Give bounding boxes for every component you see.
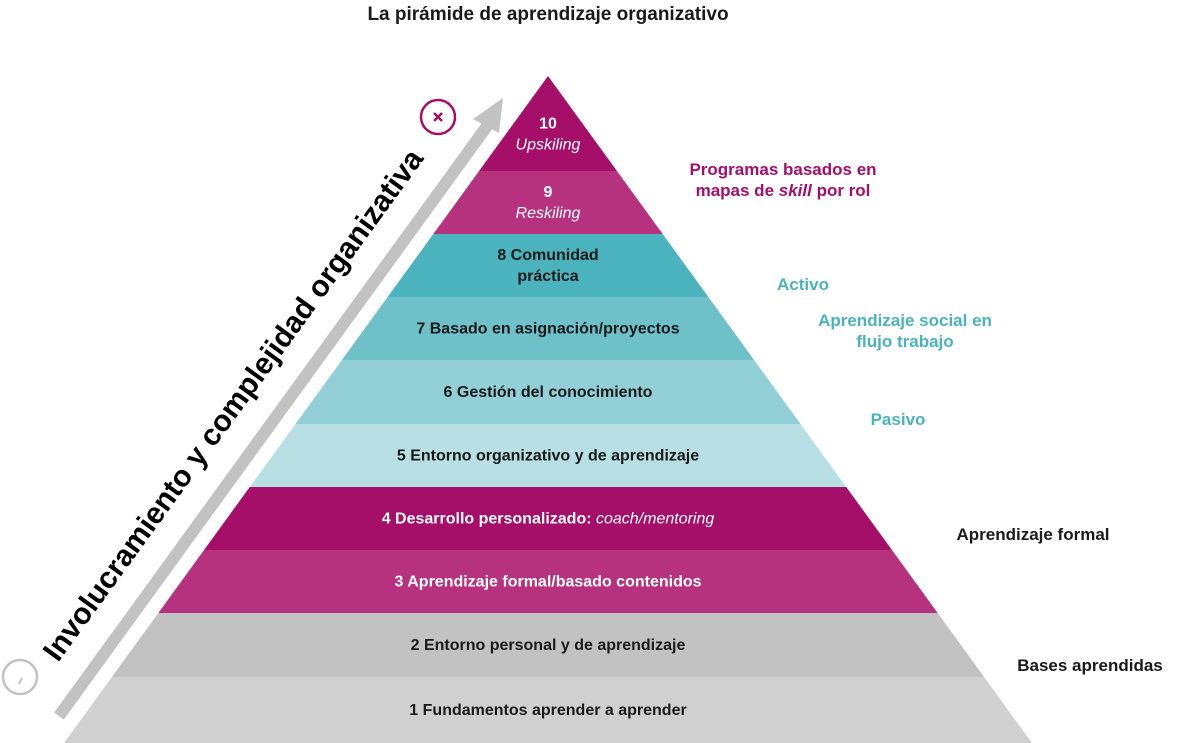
programas-line2-italic: skill: [778, 181, 812, 200]
pyramid-level-2-label: 2 Entorno personal y de aprendizaje: [411, 637, 686, 654]
pyramid-level-10: [479, 76, 617, 171]
pyramid-level-8-label: práctica: [517, 268, 578, 285]
programas-line2-pre: mapas de: [695, 181, 779, 200]
pyramid-level-3: [158, 550, 938, 613]
pyramid-level-label-part: 6 Gestión del conocimiento: [444, 384, 653, 401]
pyramid-level-label-part: Reskiling: [516, 205, 581, 222]
pyramid-level-4: [204, 487, 892, 550]
programas-line2-post: por rol: [811, 181, 871, 200]
pyramid-level-4-label: 4 Desarrollo personalizado: coach/mentor…: [382, 510, 715, 527]
pyramid-level-label-part: 7 Basado en asignación/proyectos: [416, 320, 679, 337]
times-circle-icon: [419, 98, 457, 136]
programas-line2: mapas de skill por rol: [663, 180, 903, 201]
pyramid-level-label-part: 4 Desarrollo personalizado:: [382, 510, 596, 527]
side-label-pasivo: Pasivo: [870, 410, 926, 429]
pyramid-level-label-part: 10: [539, 115, 557, 132]
pyramid-level-label-part: coach/mentoring: [596, 510, 714, 527]
pyramid-level-6-label: 6 Gestión del conocimiento: [444, 384, 653, 401]
pyramid-level-label-part: 5 Entorno organizativo y de aprendizaje: [397, 447, 699, 464]
pyramid-level-9-label: 9: [544, 184, 553, 201]
pyramid-level-label-part: Upskiling: [516, 136, 581, 153]
pyramid-level-9: [433, 171, 663, 234]
pyramid-level-label-part: 3 Aprendizaje formal/basado contenidos: [394, 573, 701, 590]
pyramid-level-10-label: Upskiling: [516, 136, 581, 153]
minus-circle-icon: [1, 658, 39, 696]
pyramid-level-8: [387, 234, 709, 297]
pyramid-level-5: [249, 424, 847, 487]
pyramid-level-6: [295, 360, 801, 424]
axis-arrow-shaft: [54, 118, 495, 720]
social-line2: flujo trabajo: [856, 332, 954, 351]
side-label-programas: Programas basados en mapas de skill por …: [663, 159, 903, 201]
pyramid-level-label-part: práctica: [517, 268, 578, 285]
pyramid-level-7-label: 7 Basado en asignación/proyectos: [416, 320, 679, 337]
pyramid-level-3-label: 3 Aprendizaje formal/basado contenidos: [394, 573, 701, 590]
side-label-formal: Aprendizaje formal: [956, 525, 1110, 544]
pyramid-level-1: [64, 677, 1032, 743]
pyramid-level-5-label: 5 Entorno organizativo y de aprendizaje: [397, 447, 699, 464]
pyramid-level-2: [111, 613, 985, 677]
pyramid-level-8-label: 8 Comunidad: [497, 247, 598, 264]
pyramid-level-1-label: 1 Fundamentos aprender a aprender: [409, 702, 686, 719]
side-label-bases: Bases aprendidas: [1017, 656, 1163, 675]
programas-line1: Programas basados en: [689, 160, 877, 179]
side-label-social: Aprendizaje social en flujo trabajo: [785, 310, 1025, 352]
pyramid-level-9-label: Reskiling: [516, 205, 581, 222]
pyramid-level-label-part: 2 Entorno personal y de aprendizaje: [411, 637, 686, 654]
side-label-activo: Activo: [777, 275, 829, 294]
pyramid-level-10-label: 10: [539, 115, 557, 132]
pyramid-level-label-part: 9: [544, 184, 553, 201]
social-line1: Aprendizaje social en: [818, 311, 992, 330]
pyramid-level-7: [341, 297, 755, 360]
diagram-title: La pirámide de aprendizaje organizativo: [367, 4, 729, 25]
axis-arrow-head: [473, 98, 503, 133]
pyramid-level-label-part: 8 Comunidad: [497, 247, 598, 264]
pyramid-level-label-part: 1 Fundamentos aprender a aprender: [409, 702, 686, 719]
